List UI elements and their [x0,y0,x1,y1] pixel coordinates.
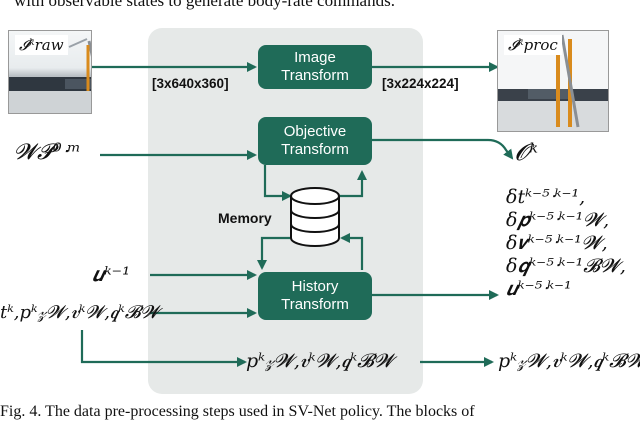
arrow-state-passthrough [80,330,247,367]
objective-transform-line2: Transform [281,141,349,158]
arrow-memory-to-objective-down [263,165,292,201]
objective-transform-block: Objective Transform [258,117,372,165]
history-output-u: 𝒖ᵏ⁻⁵ᐧᵏ⁻¹ [506,278,572,300]
passthrough-state-mid: pᵏ𝓏𝓦,𝒗ᵏ𝓦,𝒒ᵏ𝓑𝓦 [246,350,394,372]
history-output-dq: δ𝒒ᵏ⁻⁵ᐧᵏ⁻¹𝓑𝓦, [506,255,626,277]
raw-scene-picture [9,38,91,113]
history-transform-line1: History [291,278,339,295]
objective-output: 𝓞ᵏ [515,140,538,166]
history-transform-line2: Transform [281,296,349,313]
caption-bottom: Fig. 4. The data pre-processing steps us… [0,403,475,420]
raw-image-label: 𝓘ᵏraw [15,35,68,55]
passthrough-state-right: pᵏ𝓏𝓦,𝒗ᵏ𝓦,𝒒ᵏ𝓑𝓦 [498,350,640,372]
image-transform-line1: Image [294,49,336,66]
history-output-dt: δtᵏ⁻⁵ᐧᵏ⁻¹, [506,186,586,208]
state-input: tᵏ,pᵏ𝓏𝓦,𝒗ᵏ𝓦,𝒒ᵏ𝓑𝓦 [0,302,160,323]
input-dimension-label: [3x640x360] [152,76,229,91]
output-dimension-label: [3x224x224] [382,76,459,91]
prev-action-input: 𝒖ᵏ⁻¹ [92,262,131,286]
objective-transform-line1: Objective [283,123,347,140]
arrow-memory-to-objective-up [340,170,367,198]
arrow-objective-to-output [372,138,514,160]
arrow-memory-to-history [257,236,290,270]
waypoints-input: 𝓦𝓟⁰ᐧᵐ [14,140,81,165]
history-transform-block: History Transform [258,272,372,320]
memory-database-icon [290,187,340,247]
memory-label: Memory [218,210,272,226]
image-transform-line2: Transform [281,67,349,84]
preprocessing-panel [148,28,423,394]
raw-image-thumbnail: 𝓘ᵏraw [8,30,92,114]
processed-image-label: 𝓘ᵏproc [504,35,562,55]
caption-top: with observable states to generate body-… [14,0,395,10]
history-output-dv: δ𝒗ᵏ⁻⁵ᐧᵏ⁻¹𝓦, [506,232,608,254]
image-transform-block: Image Transform [258,45,372,89]
history-outputs: δtᵏ⁻⁵ᐧᵏ⁻¹, δ𝒑ᵏ⁻⁵ᐧᵏ⁻¹𝓦, δ𝒗ᵏ⁻⁵ᐧᵏ⁻¹𝓦, δ𝒒ᵏ⁻⁵… [506,186,626,301]
history-output-dp: δ𝒑ᵏ⁻⁵ᐧᵏ⁻¹𝓦, [506,209,610,231]
processed-image-thumbnail: 𝓘ᵏproc [497,30,609,132]
arrow-history-to-memory [340,233,364,270]
